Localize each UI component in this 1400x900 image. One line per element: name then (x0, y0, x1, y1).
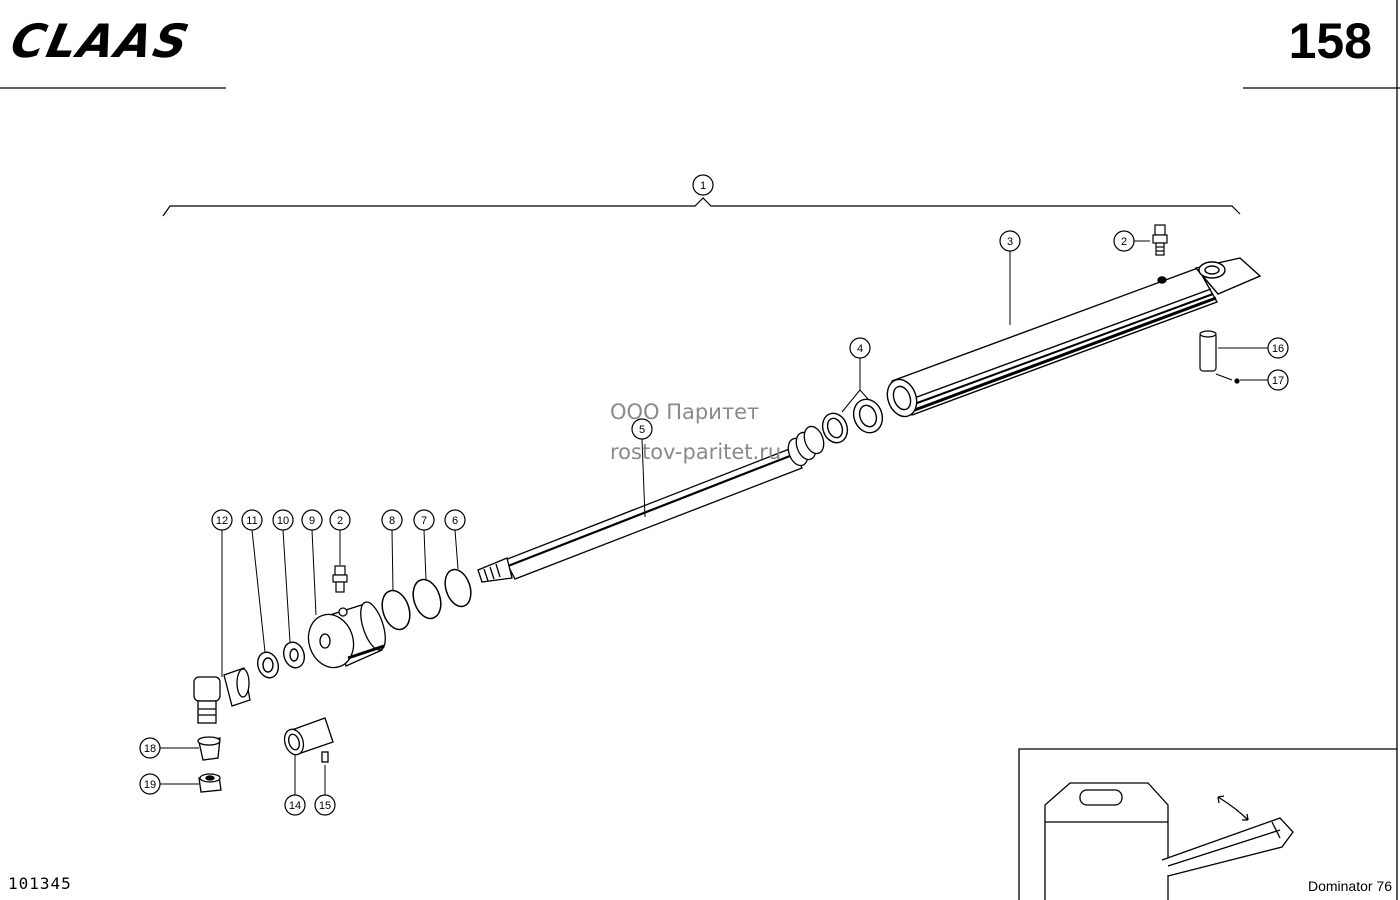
model-name: Dominator 76 (1307, 878, 1392, 894)
callout-1: 1 (692, 174, 714, 196)
callout-7: 7 (413, 509, 435, 531)
assembly-brace (162, 197, 1241, 217)
grease-nipple-top (1152, 224, 1168, 256)
callout-2: 2 (329, 509, 351, 531)
callout-label: 2 (337, 515, 343, 527)
callout-19: 19 (139, 773, 161, 795)
location-inset (1018, 748, 1397, 900)
grease-nipple-lower (332, 565, 348, 593)
callout-17: 17 (1267, 369, 1289, 391)
page-number: 158 (1288, 13, 1372, 69)
callout-4: 4 (849, 337, 871, 359)
callout-6: 6 (444, 509, 466, 531)
nuts (197, 736, 222, 793)
callout-10: 10 (272, 509, 294, 531)
callout-18: 18 (139, 737, 161, 759)
callout-label: 12 (216, 515, 228, 527)
callout-11: 11 (241, 509, 263, 531)
callout-label: 18 (144, 743, 156, 755)
o-rings (381, 568, 472, 631)
callout-label: 11 (246, 515, 257, 527)
callout-label: 4 (857, 343, 863, 355)
watermark-company: ООО Паритет (610, 400, 760, 424)
callout-2: 2 (1113, 230, 1135, 252)
callout-label: 19 (144, 779, 156, 791)
callout-5: 5 (631, 418, 653, 440)
callout-label: 10 (277, 515, 289, 527)
document-number: 101345 (8, 874, 72, 893)
callout-label: 5 (639, 424, 645, 436)
callout-label: 14 (289, 800, 301, 812)
callout-15: 15 (314, 794, 336, 816)
callout-16: 16 (1267, 337, 1289, 359)
seal-ring (821, 398, 884, 444)
callout-label: 6 (452, 515, 458, 527)
leader-lines (160, 240, 1268, 795)
callout-14: 14 (284, 794, 306, 816)
banjo-fitting (193, 667, 251, 724)
watermark-url: rostov-paritet.ru (610, 440, 782, 464)
callout-label: 3 (1007, 236, 1013, 248)
callout-label: 2 (1121, 236, 1127, 248)
washers (256, 641, 306, 679)
callout-label: 16 (1272, 343, 1284, 355)
callout-label: 17 (1272, 375, 1284, 387)
callout-12: 12 (211, 509, 233, 531)
pin (1199, 330, 1240, 384)
callout-9: 9 (301, 509, 323, 531)
callout-3: 3 (999, 230, 1021, 252)
bushing (283, 717, 334, 763)
callout-label: 1 (700, 180, 706, 192)
callout-label: 8 (389, 515, 395, 527)
callout-label: 15 (319, 800, 331, 812)
callout-label: 9 (309, 515, 315, 527)
cylinder-head (307, 601, 386, 669)
callout-label: 7 (421, 515, 427, 527)
cylinder-tube (886, 257, 1262, 418)
piston-rod (477, 425, 825, 583)
callout-8: 8 (381, 509, 403, 531)
